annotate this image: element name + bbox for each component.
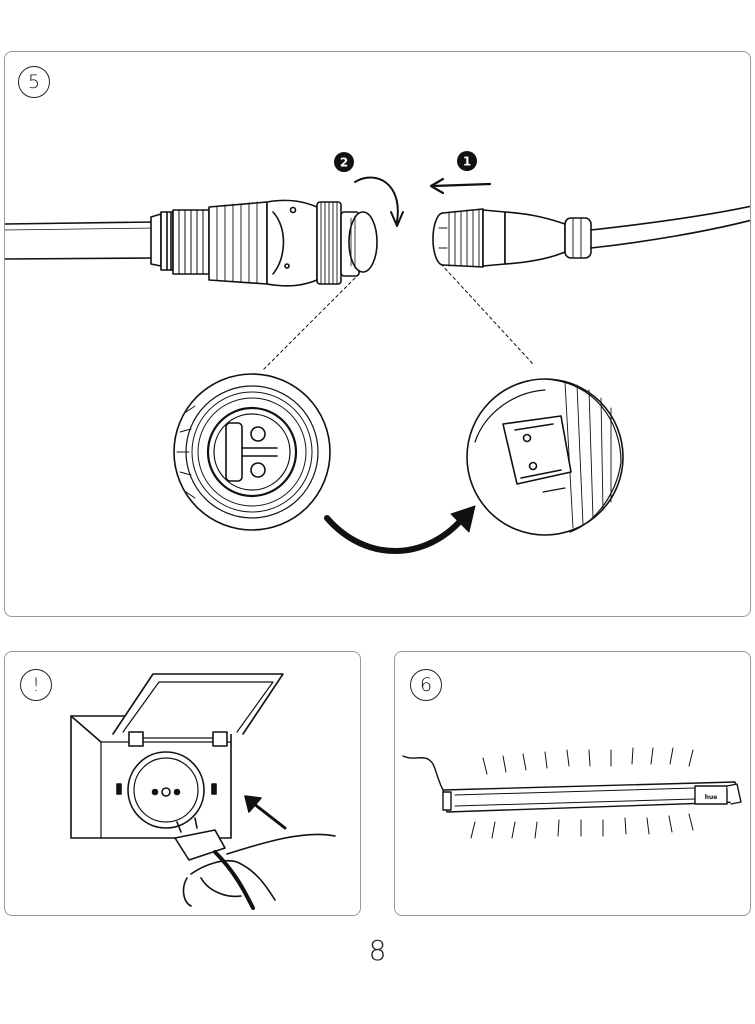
step-5-badge: 5 (18, 66, 50, 98)
power-cable (402, 755, 448, 797)
svg-text:1: 1 (463, 155, 471, 169)
female-connector (432, 205, 750, 268)
light-bar-illustration: hue (402, 747, 742, 839)
step-6-badge: 6 (410, 669, 442, 701)
outdoor-socket-illustration (70, 673, 336, 910)
warning-badge: ! (20, 669, 52, 701)
socket-lid (112, 673, 284, 735)
page-number: 8 (368, 934, 387, 967)
brand-label: hue (705, 794, 718, 801)
male-plug-closeup (173, 373, 331, 531)
male-connector (150, 199, 378, 287)
warning-panel: ! (4, 651, 361, 916)
connector-illustration: 2 1 (5, 151, 750, 554)
left-cable-bottom (5, 257, 156, 260)
step-5-panel: 5 (4, 51, 751, 617)
female-socket-closeup (466, 378, 624, 536)
sub-step-2-badge: 2 (334, 152, 354, 172)
left-cable-top (5, 221, 156, 225)
svg-text:2: 2 (340, 156, 348, 170)
sub-step-1-badge: 1 (457, 151, 477, 171)
step-6-panel: 6 hue (394, 651, 751, 916)
